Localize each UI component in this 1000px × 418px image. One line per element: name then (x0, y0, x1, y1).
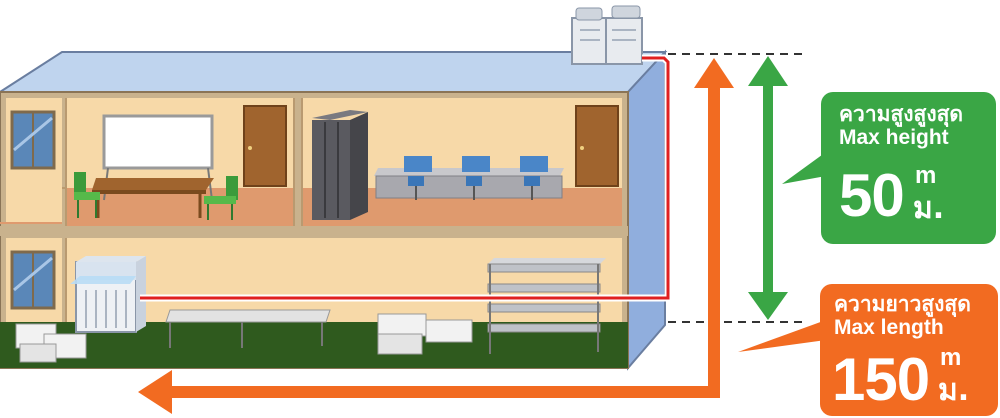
max-length-callout: ความยาวสูงสุด Max length 150 m ม. (820, 284, 998, 416)
building-roof (0, 51, 668, 93)
chair-right (204, 176, 238, 220)
max-length-unit-english: m (940, 344, 962, 371)
max-height-callout: ความสูงสูงสุด Max height 50 m ม. (821, 92, 996, 244)
height-callout-pointer (782, 152, 826, 184)
max-length-label-thai: ความยาวสูงสุด (834, 292, 971, 316)
max-height-value: 50 (839, 162, 905, 229)
max-length-label-english: Max length (834, 316, 944, 339)
length-arrow (138, 58, 734, 414)
floor-standing-air-conditioner (70, 256, 146, 333)
storage-boxes-middle (377, 313, 473, 355)
building-side-wall (627, 49, 666, 371)
server-rack (312, 110, 368, 220)
max-height-unit-thai: ม. (913, 191, 945, 226)
door-upper-main (243, 105, 287, 187)
metal-shelving (487, 258, 606, 354)
max-length-value: 150 (832, 346, 930, 413)
outdoor-condensing-unit (571, 5, 643, 65)
door-upper-right (575, 105, 619, 187)
height-arrow (748, 56, 788, 320)
whiteboard (102, 114, 214, 201)
max-height-label-thai: ความสูงสูงสุด (839, 102, 964, 126)
window-lower-left (10, 250, 56, 310)
floor-slab (0, 226, 628, 236)
window-upper-left (10, 110, 56, 170)
max-length-unit-thai: ม. (938, 373, 970, 408)
max-height-unit-english: m (915, 162, 937, 189)
storage-boxes-left (15, 323, 87, 363)
max-height-label-english: Max height (839, 126, 949, 149)
office-desks (374, 156, 564, 200)
work-tables (165, 309, 331, 348)
chair-left (74, 172, 100, 218)
length-callout-pointer (738, 320, 826, 352)
